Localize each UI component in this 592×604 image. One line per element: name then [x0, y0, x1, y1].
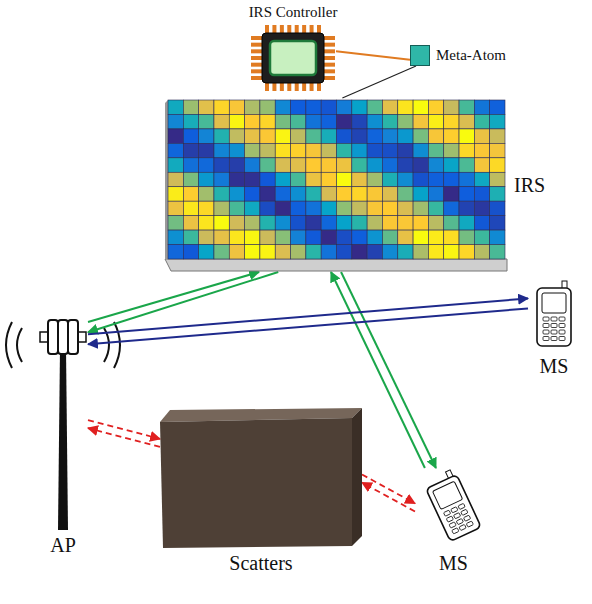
scatter-path-arrow — [362, 483, 415, 512]
scatter-path-arrow — [88, 428, 160, 447]
scatterer-icon — [160, 408, 362, 548]
scatter-path-arrow — [362, 475, 415, 504]
node-label: AP — [50, 534, 76, 556]
signal-arrow — [88, 272, 259, 322]
node-label: Meta-Atom — [436, 47, 506, 64]
node-label: IRS — [514, 174, 545, 196]
node-label: MS — [439, 552, 468, 574]
controller-chip: IRS Controller — [250, 24, 336, 92]
mobile-station: MS — [528, 283, 580, 351]
access-point: AP — [38, 318, 88, 530]
signal-arrow — [88, 308, 528, 344]
access-point-icon — [38, 318, 88, 530]
scatter-path-arrow — [88, 420, 160, 439]
wire — [336, 51, 410, 60]
mobile-station-icon — [415, 468, 492, 548]
wire — [342, 66, 416, 98]
signal-arrow — [88, 298, 528, 334]
mobile-station: MS — [415, 468, 492, 548]
meta-atom-icon — [410, 45, 430, 66]
node-label: MS — [540, 355, 569, 377]
node-label: Scatters — [229, 552, 292, 574]
meta-atom: Meta-Atom — [410, 45, 430, 66]
irs-panel: IRS — [163, 98, 508, 272]
node-label: IRS Controller — [249, 4, 338, 21]
mobile-station-icon — [528, 283, 580, 351]
signal-arrow — [88, 272, 278, 332]
controller-chip-icon — [250, 24, 336, 92]
irs-panel-icon — [163, 98, 508, 272]
scatterer: Scatters — [160, 408, 362, 548]
